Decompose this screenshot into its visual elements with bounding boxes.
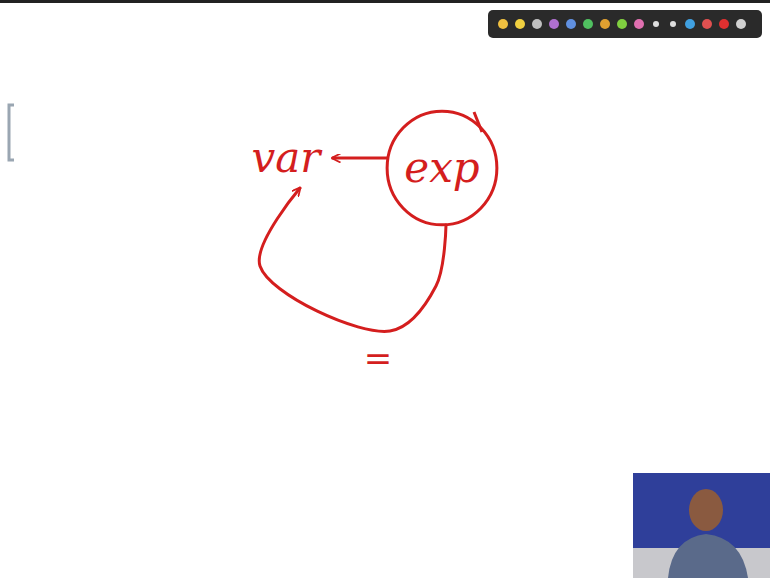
expression-circle: exp <box>386 110 498 226</box>
handwritten-text: var <box>252 137 321 179</box>
side-bracket <box>9 105 14 160</box>
top-rule <box>0 0 770 3</box>
arrow-connector <box>259 188 446 331</box>
arrow-connector <box>332 157 387 160</box>
pen-toolbar <box>488 10 762 38</box>
edge-label: = <box>362 341 395 375</box>
presenter-video <box>633 473 770 578</box>
handwritten-text: exp <box>404 147 479 189</box>
variable-text: var <box>244 132 329 184</box>
